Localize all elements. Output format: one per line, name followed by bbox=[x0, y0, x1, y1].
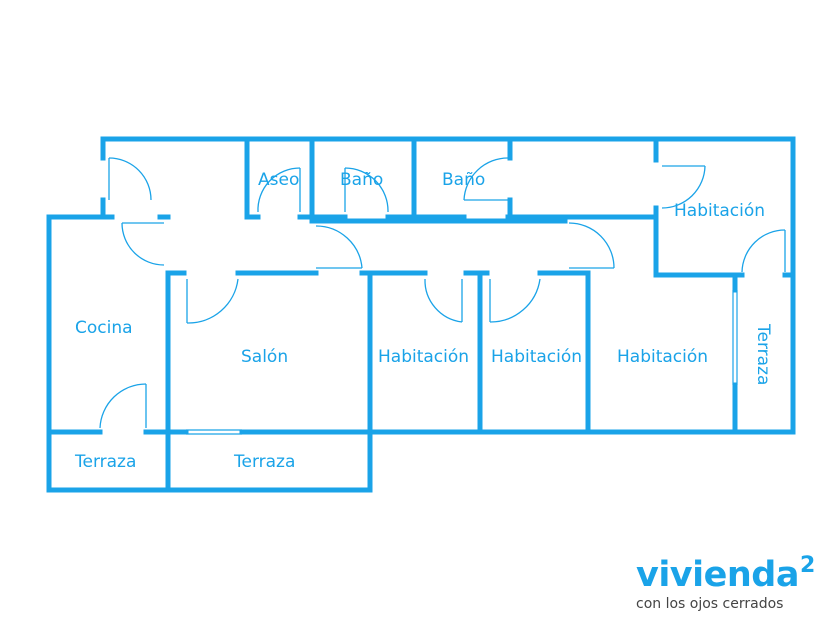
label-terraza-center: Terraza bbox=[233, 452, 295, 472]
brand-logo: vivienda2 con los ojos cerrados bbox=[636, 546, 836, 613]
label-bano-2: Baño bbox=[442, 170, 485, 190]
brand-name: vivienda2 bbox=[636, 546, 836, 595]
label-habitacion-3: Habitación bbox=[617, 347, 708, 367]
doors bbox=[99, 157, 786, 429]
brand-superscript: 2 bbox=[799, 553, 815, 578]
brand-tagline: con los ojos cerrados bbox=[636, 596, 784, 612]
label-terraza-side: Terraza bbox=[753, 323, 773, 385]
label-terraza-left: Terraza bbox=[74, 452, 136, 472]
walls bbox=[46, 136, 796, 493]
brand-name-text: vivienda bbox=[636, 555, 799, 595]
label-habitacion-1: Habitación bbox=[378, 347, 469, 367]
label-habitacion-top-right: Habitación bbox=[674, 201, 765, 221]
label-aseo: Aseo bbox=[258, 170, 299, 190]
sliding-doors bbox=[186, 290, 738, 435]
label-bano-1: Baño bbox=[340, 170, 383, 190]
label-salon: Salón bbox=[241, 347, 288, 367]
label-cocina: Cocina bbox=[75, 318, 133, 338]
label-habitacion-2: Habitación bbox=[491, 347, 582, 367]
